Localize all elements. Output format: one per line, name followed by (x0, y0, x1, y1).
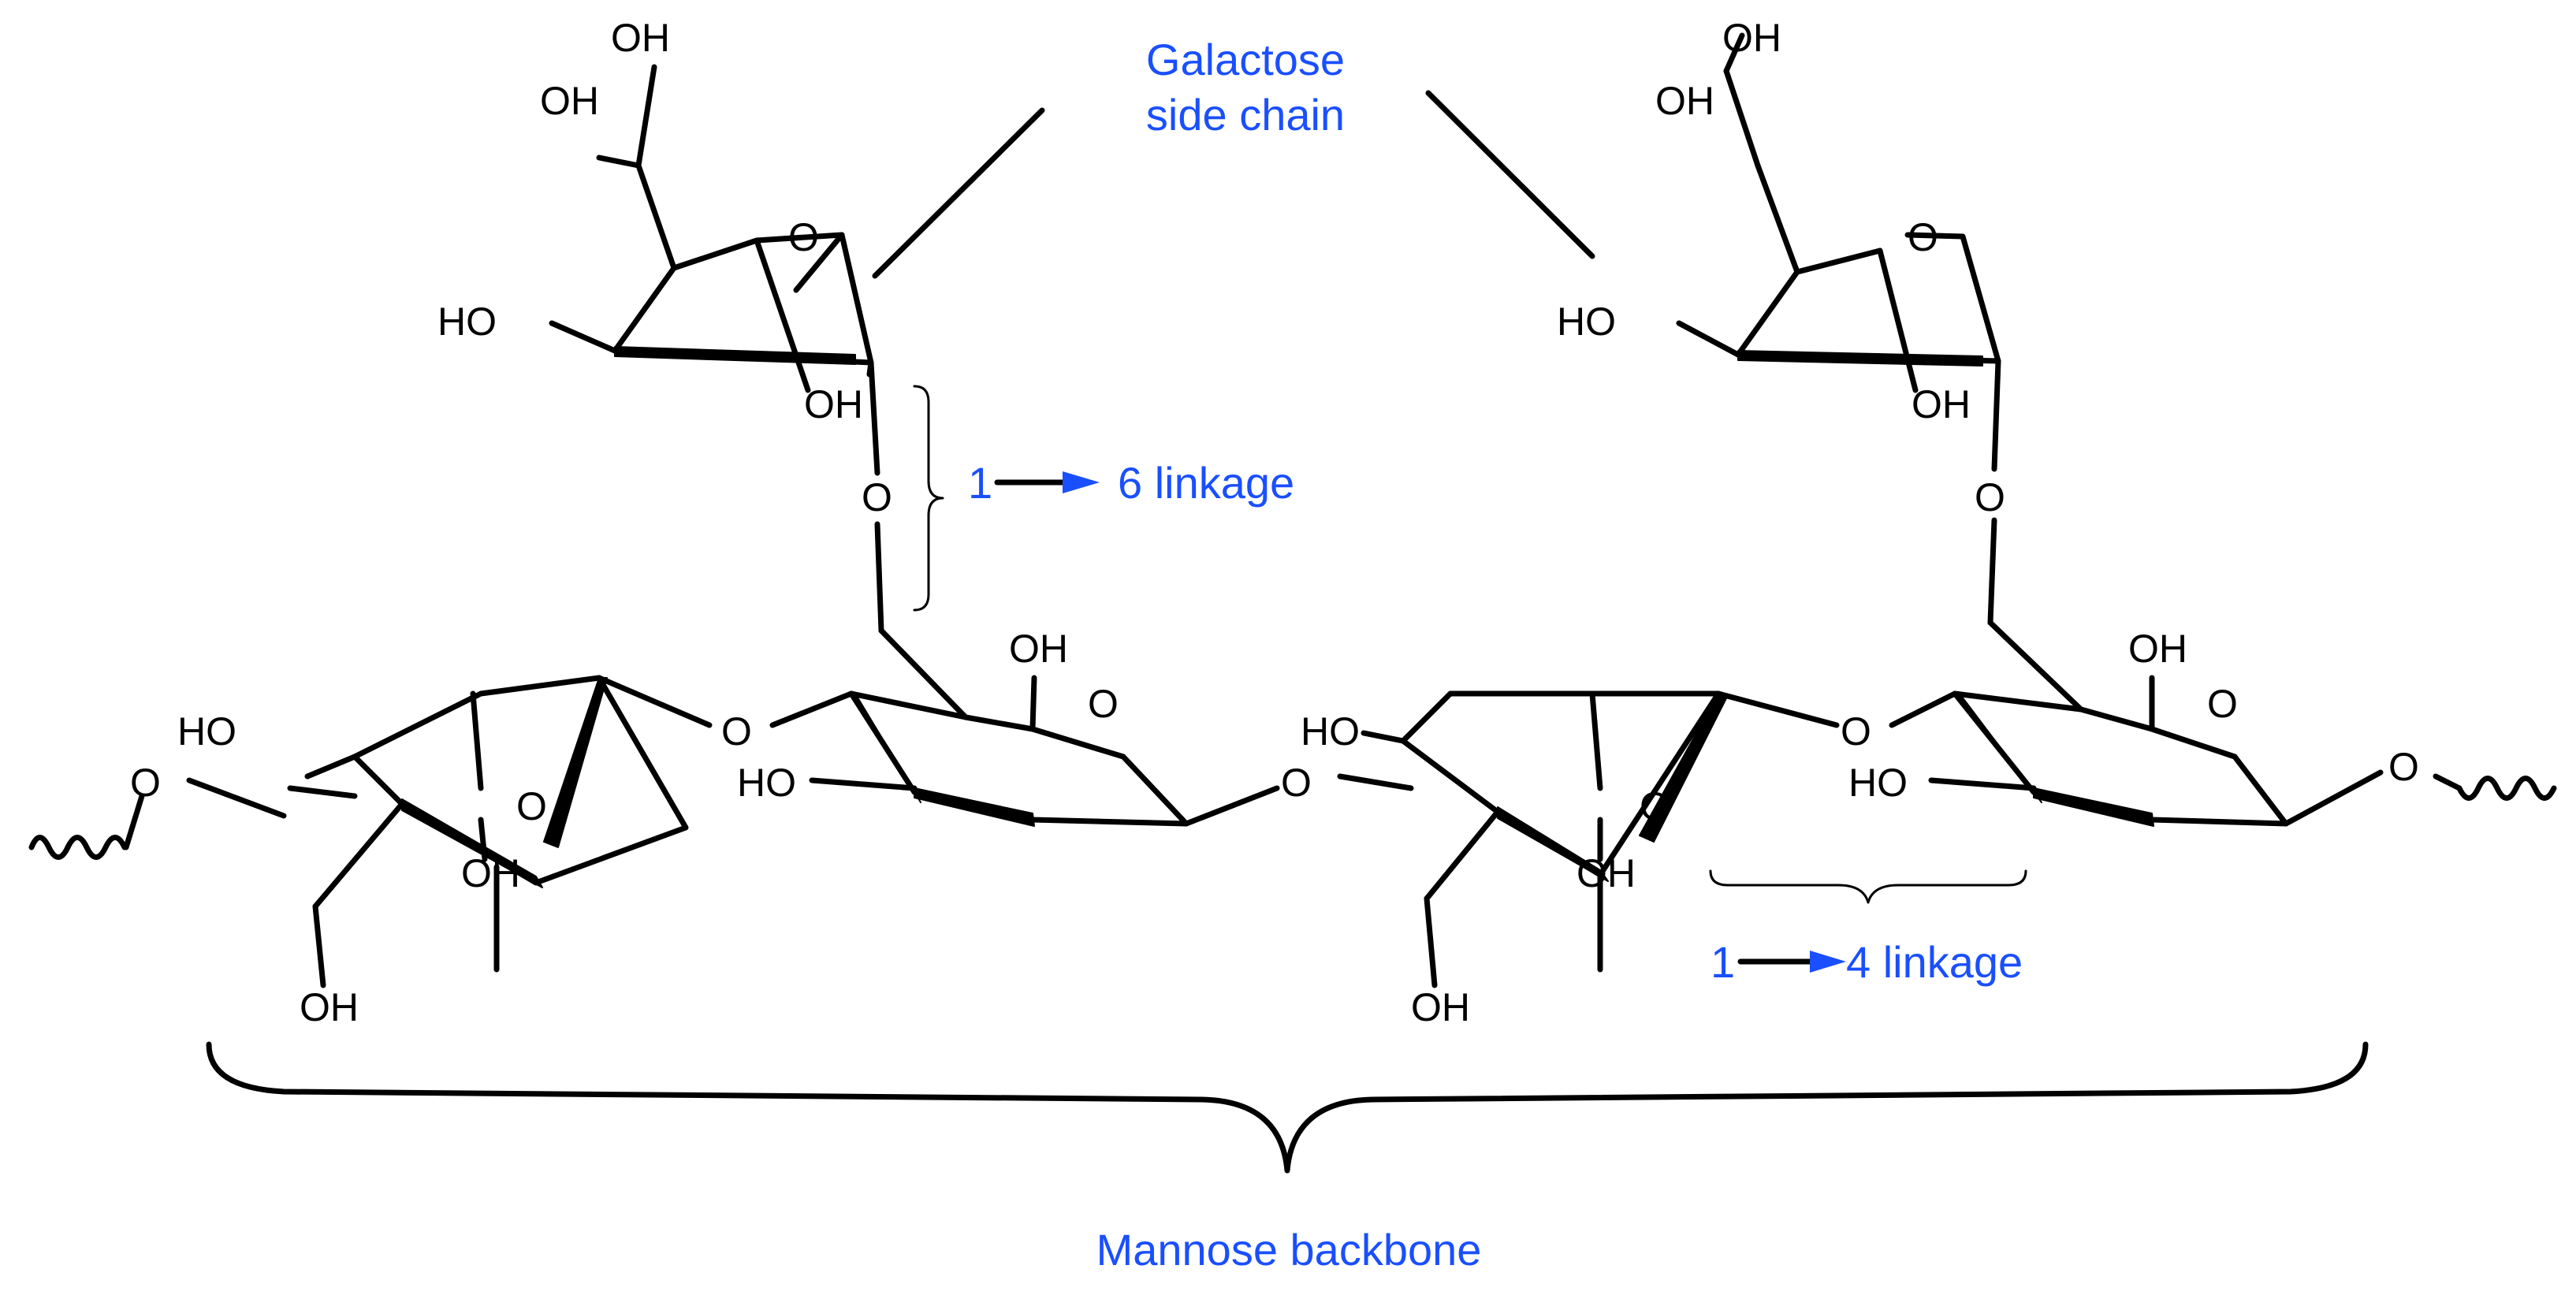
arrow-icon (1810, 951, 1846, 973)
arrow-icon (1063, 471, 1100, 493)
atom-oh: OH (1009, 627, 1068, 671)
atom-oh: OH (611, 16, 670, 60)
atom-oh: OH (804, 382, 863, 426)
atom-ho: HO (737, 761, 796, 805)
atom-oh: OH (1411, 985, 1470, 1029)
atom-oh: OH (1912, 382, 1971, 426)
atom-o: O (1975, 475, 2005, 519)
galactose-unit-left (549, 64, 969, 720)
linkage-1-4-label: 4 linkage (1846, 937, 2023, 987)
atom-ho: HO (1301, 709, 1360, 754)
atom-oh: OH (300, 985, 359, 1029)
atom-o: O (1908, 215, 1938, 259)
mannose-unit-1 (28, 675, 713, 988)
atom-o: O (2207, 682, 2238, 726)
mannose-unit-2 (769, 675, 1280, 827)
atom-o: O (1640, 784, 1670, 828)
atom-ho: HO (437, 300, 497, 344)
atom-ho: HO (177, 709, 236, 754)
linkage-1-4-from: 1 (1711, 937, 1735, 987)
linkage-1-6-label: 6 linkage (1118, 458, 1294, 508)
galactose-label-line1: Galactose (1146, 35, 1345, 84)
atom-o: O (862, 475, 892, 519)
atom-o: O (721, 709, 752, 754)
galactose-unit-right (1676, 32, 2084, 713)
backbone-annotation: Mannose backbone (206, 1041, 2369, 1275)
atom-labels: OH OH O HO OH O OH OH O HO OH O OH O OH … (130, 16, 2419, 1029)
atom-o: O (130, 761, 161, 805)
atom-o: O (2388, 745, 2419, 789)
mannose-unit-4 (1889, 675, 2557, 827)
galactose-label-line2: side chain (1146, 90, 1345, 140)
atom-o: O (1088, 682, 1119, 726)
atom-ho: HO (1557, 300, 1616, 344)
atom-oh: OH (1576, 851, 1636, 895)
atom-oh: OH (2128, 627, 2187, 671)
linkage-1-6-from: 1 (968, 458, 992, 508)
atom-o: O (516, 784, 547, 828)
mannose-unit-3 (1337, 690, 1840, 988)
atom-oh: OH (461, 851, 520, 895)
linkage-1-4-annotation: 1 4 linkage (1709, 869, 2027, 987)
atom-oh: OH (1655, 79, 1714, 123)
atom-oh: OH (1722, 16, 1781, 60)
linkage-1-6-annotation: 1 6 linkage (913, 385, 1294, 612)
atom-o: O (1281, 761, 1312, 805)
atom-oh: OH (540, 79, 599, 123)
atom-o: O (788, 215, 819, 259)
galactose-annotation: Galactose side chain (872, 35, 1595, 279)
backbone-label: Mannose backbone (1096, 1225, 1482, 1275)
atom-o: O (1841, 709, 1871, 754)
atom-ho: HO (1848, 761, 1908, 805)
